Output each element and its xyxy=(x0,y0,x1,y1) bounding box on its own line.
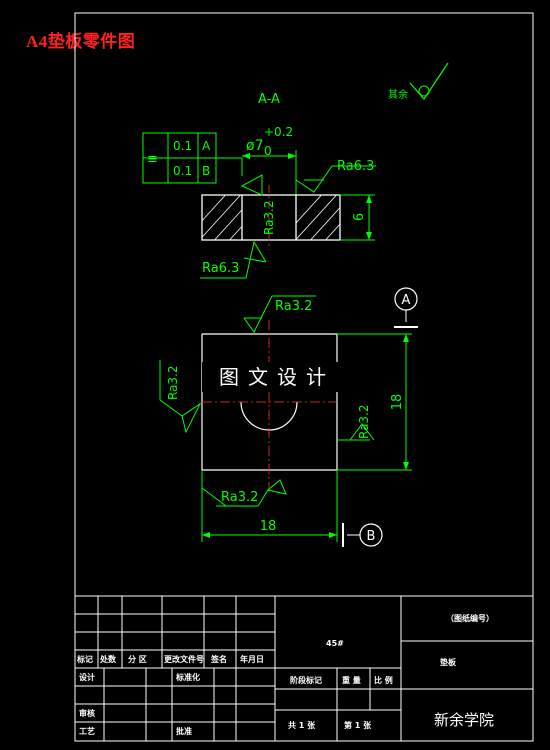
tb-school: 新余学院 xyxy=(434,711,494,729)
roughness-section-hole: Ra3.2 xyxy=(262,200,276,235)
tb-di: 第 1 张 xyxy=(344,720,372,730)
tb-qianming: 签名 xyxy=(210,654,227,664)
thickness-dim: 6 xyxy=(352,213,367,221)
section-label: A-A xyxy=(258,92,280,107)
datum-a-marker xyxy=(394,287,418,311)
tb-pizhun: 批准 xyxy=(176,726,192,736)
tb-biaoji: 标记 xyxy=(76,654,93,664)
roughness-section-top: Ra6.3 xyxy=(337,159,374,174)
tb-zhongliang: 重 量 xyxy=(342,675,361,685)
roughness-check-icon xyxy=(409,62,449,100)
datum-b-label: B xyxy=(367,529,376,544)
tb-zong: 共 1 张 xyxy=(288,720,316,730)
tolerance-value-2: 0.1 xyxy=(173,164,192,178)
tolerance-value-1: 0.1 xyxy=(173,139,192,153)
roughness-plan-bottom: Ra3.2 xyxy=(221,490,258,505)
tb-chushu: 处数 xyxy=(99,654,117,664)
tb-nianyueri: 年月日 xyxy=(240,654,264,664)
roughness-plan-top: Ra3.2 xyxy=(275,299,312,314)
tb-part-name: 垫板 xyxy=(440,657,457,667)
watermark-text: 图文设计 xyxy=(202,362,352,392)
hole-dim-text: ø7 xyxy=(246,138,263,154)
tolerance-datum-1: A xyxy=(202,139,211,153)
page-title: A4垫板零件图 xyxy=(26,32,136,51)
tb-material: 45# xyxy=(326,639,344,648)
tb-jieduan: 阶段标记 xyxy=(290,675,322,685)
tb-biaozhun: 标准化 xyxy=(175,672,200,682)
tolerance-datum-2: B xyxy=(202,164,210,178)
plan-view: Ra3.2 Ra3.2 Ra3.2 18 A Ra3.2 xyxy=(159,287,418,547)
symmetry-icon: ≡ xyxy=(147,152,158,167)
tb-bili: 比 例 xyxy=(374,675,393,685)
hole-dim-lower: 0 xyxy=(264,144,272,158)
hole-diameter-dim: ø7 +0.2 0 xyxy=(242,125,297,195)
roughness-circle-icon xyxy=(418,85,430,97)
datum-a-label: A xyxy=(402,293,411,308)
height-dim: 18 xyxy=(390,394,405,411)
datum-b-marker xyxy=(359,523,383,547)
tb-shenhe: 审核 xyxy=(79,708,95,718)
roughness-plan-right: Ra3.2 xyxy=(357,404,371,439)
rest-roughness-mark: 其余 xyxy=(388,62,449,101)
tolerance-frame: ≡ 0.1 A 0.1 B xyxy=(142,132,243,184)
hole-dim-upper: +0.2 xyxy=(264,125,293,139)
tb-fenqu: 分 区 xyxy=(128,654,147,664)
tb-drawing-number: （图纸编号） xyxy=(446,613,494,623)
width-dim: 18 xyxy=(260,519,277,534)
tb-gengwen: 更改文件号 xyxy=(164,654,204,664)
roughness-plan-left: Ra3.2 xyxy=(166,365,180,400)
rest-roughness-text: 其余 xyxy=(388,88,408,101)
tb-gongyi: 工艺 xyxy=(79,726,95,736)
title-block xyxy=(74,595,534,742)
section-view: 6 Ra6.3 Ra3.2 Ra6.3 xyxy=(200,159,376,279)
tb-sheji: 设计 xyxy=(79,672,95,682)
roughness-section-bottom: Ra6.3 xyxy=(202,261,239,276)
